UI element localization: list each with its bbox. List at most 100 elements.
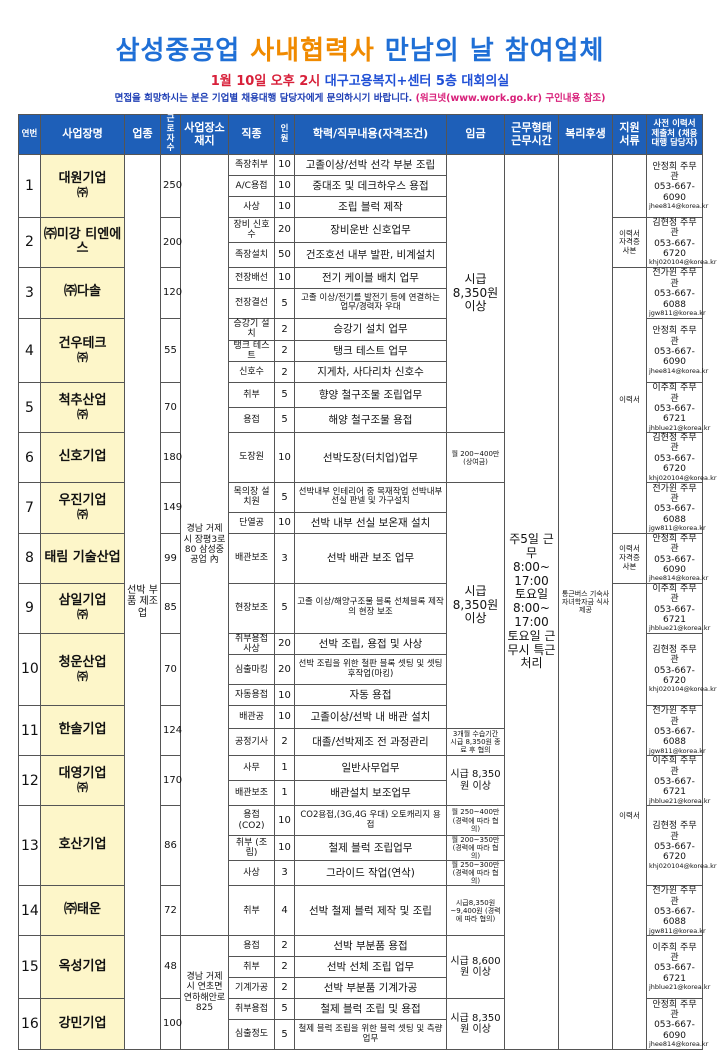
job-description: 탱크 테스트 업무: [294, 339, 447, 363]
contact-email[interactable]: jhblue21@korea.kr: [649, 423, 711, 432]
company-name-text: ㈜다솔: [64, 284, 101, 300]
headcount: 5: [274, 998, 295, 1021]
header-row: 연번 사업장명 업종 근로자수 사업장소재지 직종 인원 학력/직무내용(자격조…: [18, 113, 703, 156]
job-description: 선박 부분품 용접: [294, 935, 447, 958]
contact-email[interactable]: jgw811@korea.kr: [649, 523, 706, 532]
company-suffix: ㈜: [77, 407, 88, 421]
contact-email[interactable]: jhblue21@korea.kr: [649, 624, 711, 633]
company-name[interactable]: 대영기업㈜: [40, 755, 125, 807]
headcount: 50: [274, 242, 295, 268]
company-name[interactable]: ㈜다솔: [40, 266, 125, 319]
contact-email[interactable]: jgw811@korea.kr: [649, 926, 706, 935]
headcount: 5: [274, 287, 295, 319]
company-no: 3: [18, 266, 41, 319]
headcount: 20: [274, 654, 295, 686]
company-no: 16: [18, 998, 41, 1050]
contact-email[interactable]: jgw811@korea.kr: [649, 746, 706, 755]
contact-phone: 053-667-6721: [654, 776, 695, 798]
wage: 시급 8,350원 이상: [446, 481, 505, 730]
employee-count: 48: [160, 935, 181, 1000]
contact-name: 이주희 주무관: [652, 942, 697, 964]
contact-email[interactable]: jhblue21@korea.kr: [649, 796, 711, 805]
job-type: 자동용접: [228, 684, 275, 707]
contact-phone: 053-667-6090: [654, 554, 695, 575]
job-type: 사상: [228, 860, 275, 887]
contact-phone: 053-667-6090: [654, 346, 695, 368]
company-name-text: 척추산업: [58, 392, 107, 408]
company-name[interactable]: 우진기업㈜: [40, 481, 125, 534]
company-no: 10: [18, 632, 41, 707]
company-name[interactable]: ㈜미강 티엔에스: [40, 217, 125, 268]
contact-email[interactable]: jhee814@korea.kr: [649, 202, 709, 211]
contact-name: 이주희 주무관: [652, 583, 697, 605]
company-name[interactable]: 신호기업: [40, 432, 125, 483]
job-type: 취부용접 사상: [228, 632, 275, 656]
contact-email[interactable]: jhblue21@korea.kr: [649, 983, 711, 992]
employee-count: 250: [160, 154, 182, 219]
job-type: 취부: [228, 956, 275, 979]
contact-email[interactable]: jhee814@korea.kr: [649, 574, 709, 583]
contact-name: 전가윈 주무관: [652, 483, 697, 504]
company-name[interactable]: 건우테크㈜: [40, 317, 125, 384]
notice-text: 면접을 희망하시는 분은 기업별 채용대행 담당자에게 문의하시기 바랍니다.: [114, 93, 413, 104]
company-name-text: 태림 기술산업: [44, 549, 121, 565]
company-no: 2: [18, 217, 41, 268]
contact-email[interactable]: khj020104@korea.kr: [649, 861, 717, 870]
company-name[interactable]: 척추산업㈜: [40, 382, 125, 434]
job-type: 전장결선: [228, 287, 275, 319]
company-no: 7: [18, 481, 41, 534]
job-type: 장비 신호수: [228, 217, 275, 244]
wage: 3개월 수습기간 시급 8,350원 종료 후 협의: [446, 728, 505, 757]
company-name[interactable]: 청운산업㈜: [40, 632, 125, 707]
contact-email[interactable]: khj020104@korea.kr: [649, 258, 717, 267]
col-employees: 근로자수: [160, 113, 181, 156]
contact-email[interactable]: khj020104@korea.kr: [649, 473, 717, 482]
contact-email[interactable]: jhee814@korea.kr: [649, 1040, 709, 1049]
job-type: 신호수: [228, 361, 275, 384]
job-description: 그라이드 작업(연삭): [294, 860, 447, 887]
company-name-text: 삼일기업: [58, 593, 107, 609]
welfare: 통근버스 기숙사 자녀학자금 식사제공: [558, 154, 613, 1050]
employee-count: 180: [160, 432, 182, 483]
company-suffix: ㈜: [77, 350, 88, 364]
job-description: 철제 블럭 조립업무: [294, 835, 447, 862]
company-name-text: 대영기업: [58, 765, 107, 781]
job-description: 선박 조립, 용접 및 사상: [294, 632, 447, 656]
company-name[interactable]: 삼일기업㈜: [40, 582, 125, 634]
contact-email[interactable]: jhee814@korea.kr: [649, 366, 709, 375]
worknet-link[interactable]: (워크넷(www.work.go.kr) 구인내용 참조): [415, 93, 606, 104]
job-type: 배관공: [228, 705, 275, 730]
contact-name: 김현정 주무관: [652, 821, 697, 842]
company-name[interactable]: 호산기업: [40, 805, 125, 887]
job-type: 용접: [228, 407, 275, 434]
contact-email[interactable]: jgw811@korea.kr: [649, 308, 706, 317]
company-name[interactable]: 강민기업: [40, 998, 125, 1050]
company-name-text: 우진기업: [58, 493, 107, 509]
job-type: 배관보조: [228, 780, 275, 807]
headcount: 5: [274, 407, 295, 434]
company-suffix: ㈜: [77, 508, 88, 522]
company-name[interactable]: 옥성기업: [40, 935, 125, 1000]
job-description: 고졸 이상/전기를 발전기 등에 연결하는 업무/경력자 우대: [294, 287, 447, 319]
col-industry: 업종: [124, 113, 161, 156]
contact-email[interactable]: khj020104@korea.kr: [649, 685, 717, 694]
headcount: 4: [274, 885, 295, 937]
contact-phone: 053-667-6088: [654, 504, 695, 525]
company-name[interactable]: ㈜태운: [40, 885, 125, 937]
company-name[interactable]: 대원기업㈜: [40, 154, 125, 219]
wage: 월 200~400만 (상여금): [446, 432, 505, 483]
company-name[interactable]: 태림 기술산업: [40, 532, 125, 584]
job-type: 배관보조: [228, 532, 275, 584]
company-name[interactable]: 한솔기업: [40, 705, 125, 757]
